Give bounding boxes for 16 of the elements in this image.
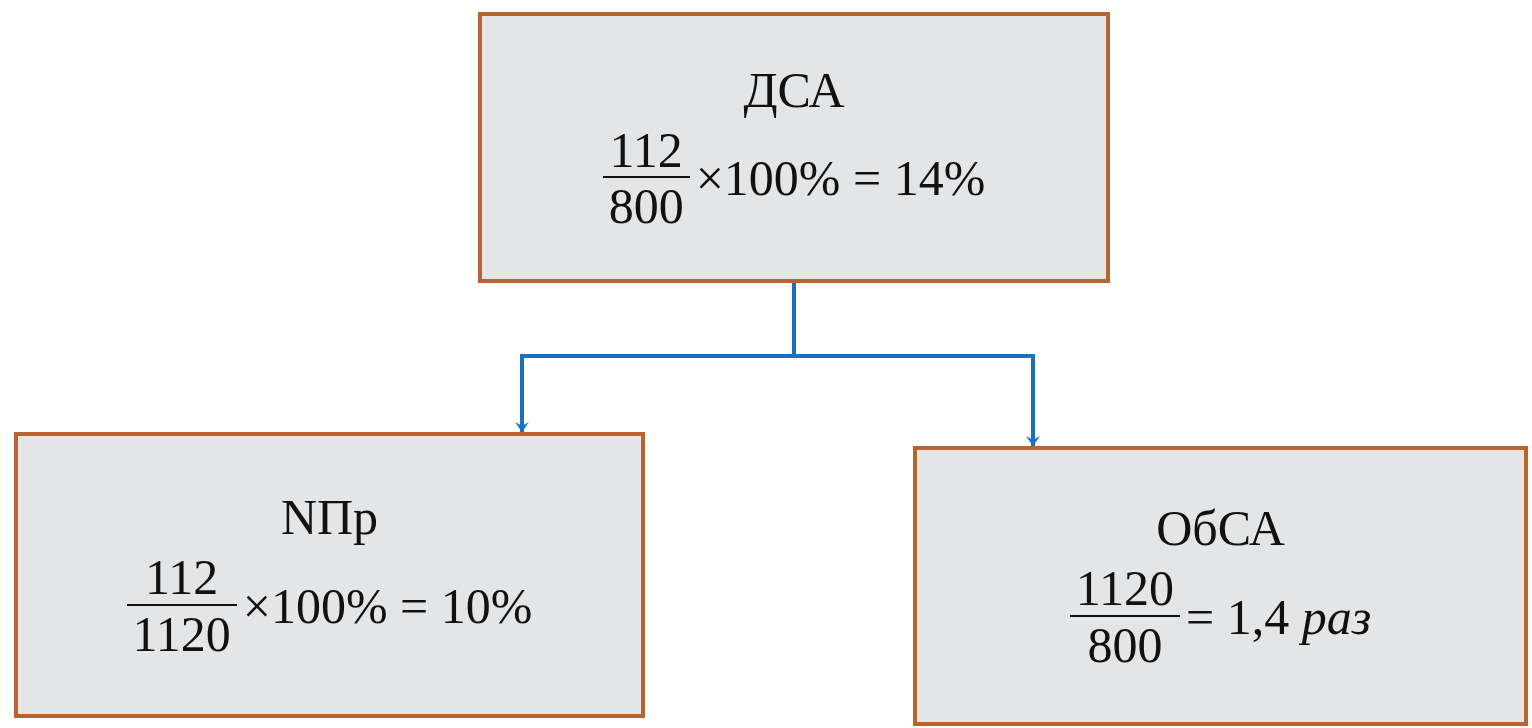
box-heading: NПр [280,490,379,545]
process-box [478,12,1110,283]
process-box [913,446,1528,726]
denominator: 1120 [126,603,237,660]
box-heading: ДСА [743,62,845,118]
numerator: 1120 [1074,562,1175,615]
process-box [14,432,645,718]
denominator: 800 [602,176,690,233]
numerator: 112 [608,123,684,176]
box-heading: ОбСА [1156,501,1285,556]
formula-text: ×100% = 14% [695,149,986,207]
denominator: 800 [1069,614,1180,671]
numerator: 112 [144,551,220,604]
formula-text: = 1,4 раз [1185,587,1372,646]
connector-arrow [792,283,1040,446]
formula-text: ×100% = 10% [242,576,533,635]
